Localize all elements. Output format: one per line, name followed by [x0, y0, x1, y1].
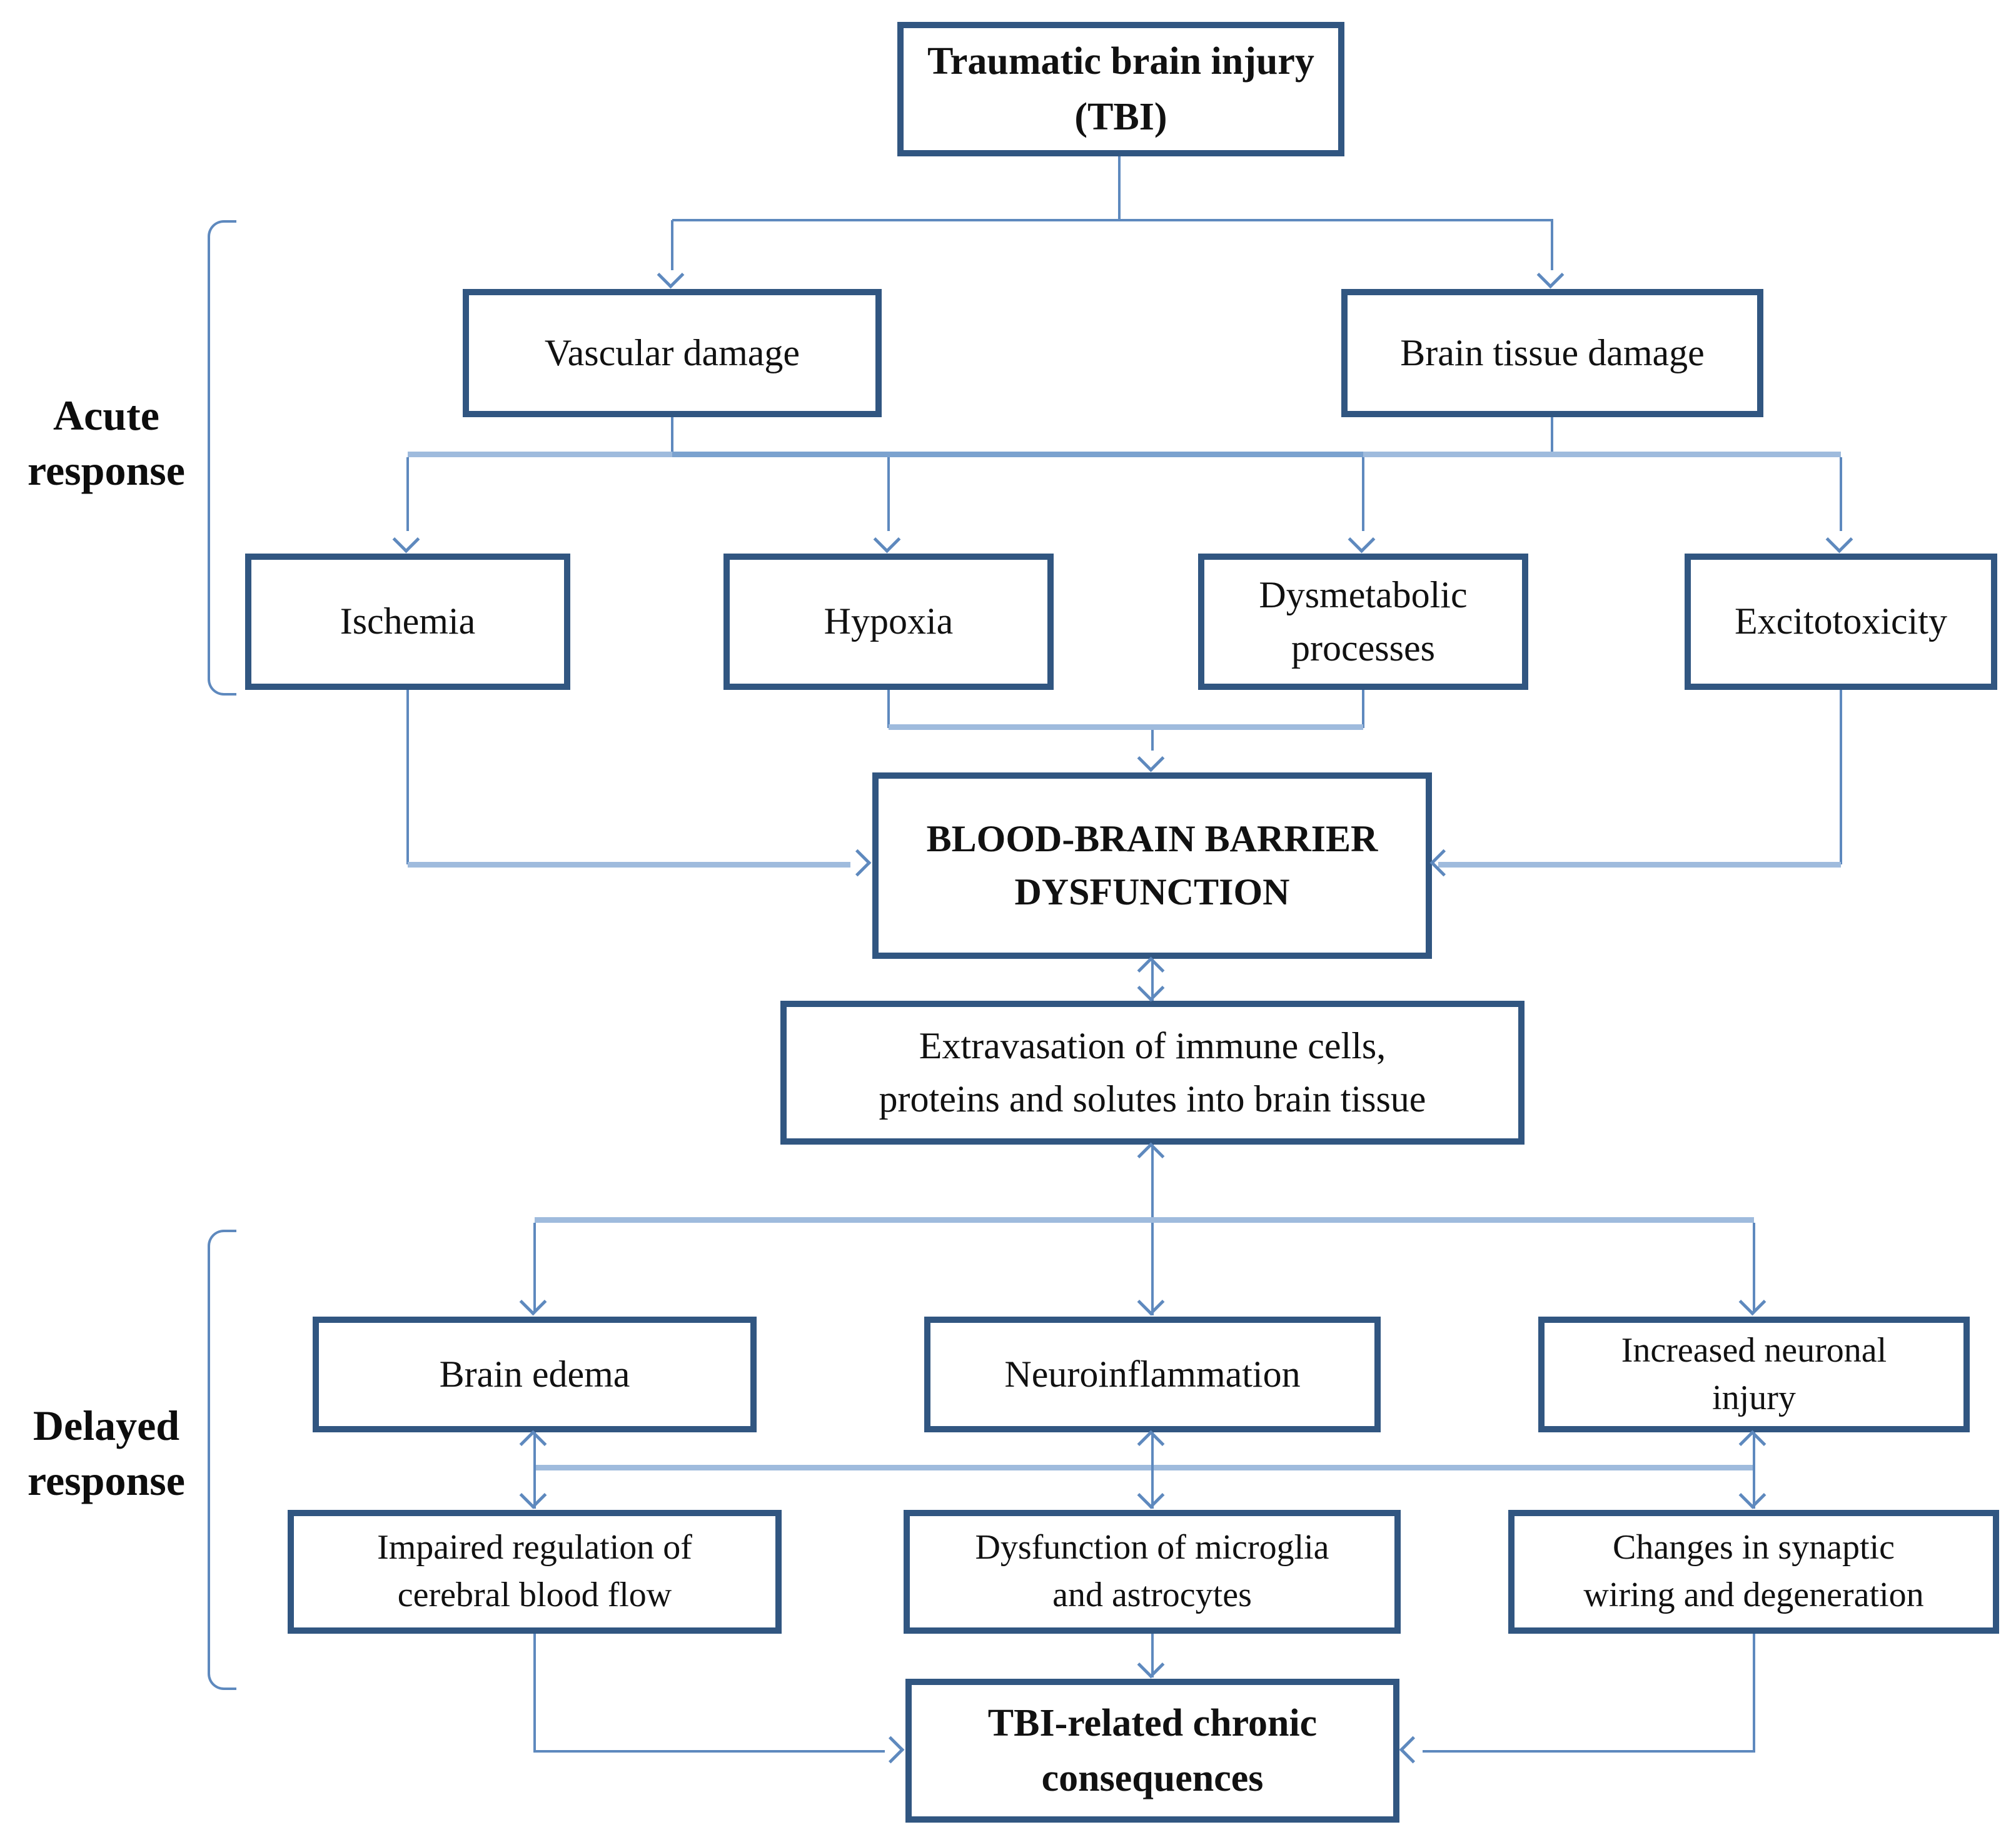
connector-edema-impaired	[533, 1432, 536, 1509]
delayed-response-bracket	[208, 1230, 236, 1690]
connector-dysfunction-chronic	[1151, 1634, 1154, 1678]
connector-row3-bus-middle	[672, 452, 1363, 457]
arrowhead-into-impaired-top	[519, 1481, 547, 1509]
node-ischemia: Ischemia	[245, 554, 570, 690]
arrowhead-into-brain-tissue	[1536, 261, 1565, 289]
arrowhead-into-changes-top	[1738, 1481, 1767, 1509]
node-brain-tissue-damage-label: Brain tissue damage	[1400, 331, 1705, 373]
node-dysmetabolic-processes: Dysmetabolic processes	[1198, 554, 1528, 690]
node-dysfunction-microglia: Dysfunction of microglia and astrocytes	[904, 1510, 1401, 1634]
connector-row3-bus-right	[1363, 452, 1841, 457]
node-tbi-chronic: TBI-related chronic consequences	[905, 1679, 1399, 1823]
connector-neuro-dysfunction	[1151, 1432, 1154, 1509]
connector-delayed-bus-bottom	[535, 1465, 1754, 1470]
connector-impaired-elbow-v	[533, 1634, 536, 1753]
node-extravasation: Extravasation of immune cells, proteins …	[780, 1001, 1525, 1145]
node-increased-neuronal-injury: Increased neuronal injury	[1538, 1317, 1970, 1432]
connector-ischemia-elbow-v	[406, 690, 409, 864]
node-impaired-regulation-label: Impaired regulation of cerebral blood fl…	[377, 1528, 692, 1614]
connector-to-brain-edema	[533, 1223, 536, 1312]
arrowhead-into-neuroinflammation-bottom	[1137, 1430, 1165, 1458]
connector-tbi-split	[672, 219, 1553, 221]
arrowhead-into-bbb-top	[1137, 744, 1165, 772]
arrowhead-into-dysmetabolic	[1348, 525, 1376, 554]
connector-bbb-extravasation	[1151, 959, 1154, 1001]
connector-to-ischemia	[406, 457, 409, 531]
arrowhead-into-dysfunction-top	[1137, 1481, 1165, 1509]
node-vascular-damage: Vascular damage	[463, 289, 882, 417]
node-brain-tissue-damage: Brain tissue damage	[1341, 289, 1763, 417]
connector-hypoxia-drop	[887, 690, 890, 728]
connector-tbi-stem	[1118, 156, 1121, 220]
arrowhead-into-chronic-left	[877, 1736, 905, 1764]
node-vascular-damage-label: Vascular damage	[544, 331, 800, 373]
node-tbi-label: Traumatic brain injury (TBI)	[927, 40, 1314, 138]
arrowhead-into-chronic-top	[1137, 1651, 1165, 1679]
connector-dysmetabolic-drop	[1362, 690, 1364, 728]
connector-mid-bus	[889, 724, 1363, 730]
arrowhead-into-extravasation-bottom	[1137, 1142, 1165, 1170]
arrowhead-into-bbb-right	[1429, 849, 1458, 877]
arrowhead-into-increased-neuronal	[1738, 1288, 1767, 1316]
delayed-response-label: Delayed response	[28, 1402, 185, 1505]
connector-to-increased-neuronal	[1753, 1223, 1755, 1312]
connector-vascular-drop	[671, 417, 673, 454]
connector-extravasation-neuroinflammation	[1151, 1145, 1154, 1315]
arrowhead-into-increased-bottom	[1738, 1430, 1767, 1458]
acute-response-label: Acute response	[28, 392, 185, 495]
node-tbi-chronic-label: TBI-related chronic consequences	[987, 1701, 1318, 1799]
connector-to-dysmetabolic	[1362, 457, 1364, 531]
node-extravasation-label: Extravasation of immune cells, proteins …	[879, 1025, 1426, 1120]
connector-to-bbb-top	[1151, 730, 1154, 751]
connector-impaired-elbow-h	[535, 1750, 885, 1753]
connector-increased-changes	[1753, 1432, 1755, 1509]
connector-to-brain-tissue	[1551, 220, 1553, 270]
connector-delayed-bus-top	[535, 1217, 1754, 1223]
connector-brain-tissue-drop	[1551, 417, 1553, 454]
arrowhead-into-vascular	[657, 261, 685, 289]
arrowhead-into-hypoxia	[873, 525, 901, 554]
node-neuroinflammation: Neuroinflammation	[924, 1317, 1381, 1432]
arrowhead-into-neuroinflammation-top	[1137, 1288, 1165, 1316]
node-bbb-dysfunction: BLOOD-BRAIN BARRIER DYSFUNCTION	[872, 772, 1432, 959]
arrowhead-into-extravasation-top	[1137, 974, 1165, 1002]
node-increased-neuronal-injury-label: Increased neuronal injury	[1621, 1330, 1887, 1417]
node-hypoxia: Hypoxia	[723, 554, 1054, 690]
arrowhead-into-brain-edema	[519, 1288, 547, 1316]
arrowhead-into-brain-edema-bottom	[519, 1430, 547, 1458]
node-impaired-regulation: Impaired regulation of cerebral blood fl…	[288, 1510, 782, 1634]
node-dysfunction-microglia-label: Dysfunction of microglia and astrocytes	[975, 1528, 1329, 1614]
arrowhead-into-bbb-left	[844, 849, 872, 877]
connector-row3-bus-left	[408, 452, 672, 457]
node-dysmetabolic-processes-label: Dysmetabolic processes	[1259, 574, 1468, 669]
node-excitotoxicity-label: Excitotoxicity	[1735, 600, 1947, 642]
node-ischemia-label: Ischemia	[340, 600, 476, 642]
connector-changes-elbow-v	[1753, 1634, 1755, 1753]
node-brain-edema-label: Brain edema	[439, 1353, 630, 1395]
connector-excitotoxicity-elbow-h	[1438, 862, 1841, 868]
node-hypoxia-label: Hypoxia	[824, 600, 954, 642]
node-neuroinflammation-label: Neuroinflammation	[1004, 1353, 1301, 1395]
arrowhead-into-excitotoxicity	[1825, 525, 1853, 554]
connector-changes-elbow-h	[1423, 1750, 1754, 1753]
connector-excitotoxicity-elbow-v	[1840, 690, 1842, 864]
node-excitotoxicity: Excitotoxicity	[1685, 554, 1997, 690]
node-changes-synaptic-label: Changes in synaptic wiring and degenerat…	[1583, 1528, 1924, 1614]
arrowhead-into-ischemia	[392, 525, 420, 554]
node-tbi: Traumatic brain injury (TBI)	[897, 22, 1344, 156]
connector-to-hypoxia	[887, 457, 890, 531]
arrowhead-into-chronic-right	[1399, 1736, 1427, 1764]
connector-to-excitotoxicity	[1840, 457, 1842, 531]
node-changes-synaptic: Changes in synaptic wiring and degenerat…	[1508, 1510, 1999, 1634]
acute-response-bracket	[208, 220, 236, 696]
node-brain-edema: Brain edema	[313, 1317, 757, 1432]
connector-ischemia-elbow-h	[408, 862, 850, 868]
connector-to-vascular	[671, 220, 673, 270]
node-bbb-dysfunction-label: BLOOD-BRAIN BARRIER DYSFUNCTION	[926, 817, 1378, 913]
